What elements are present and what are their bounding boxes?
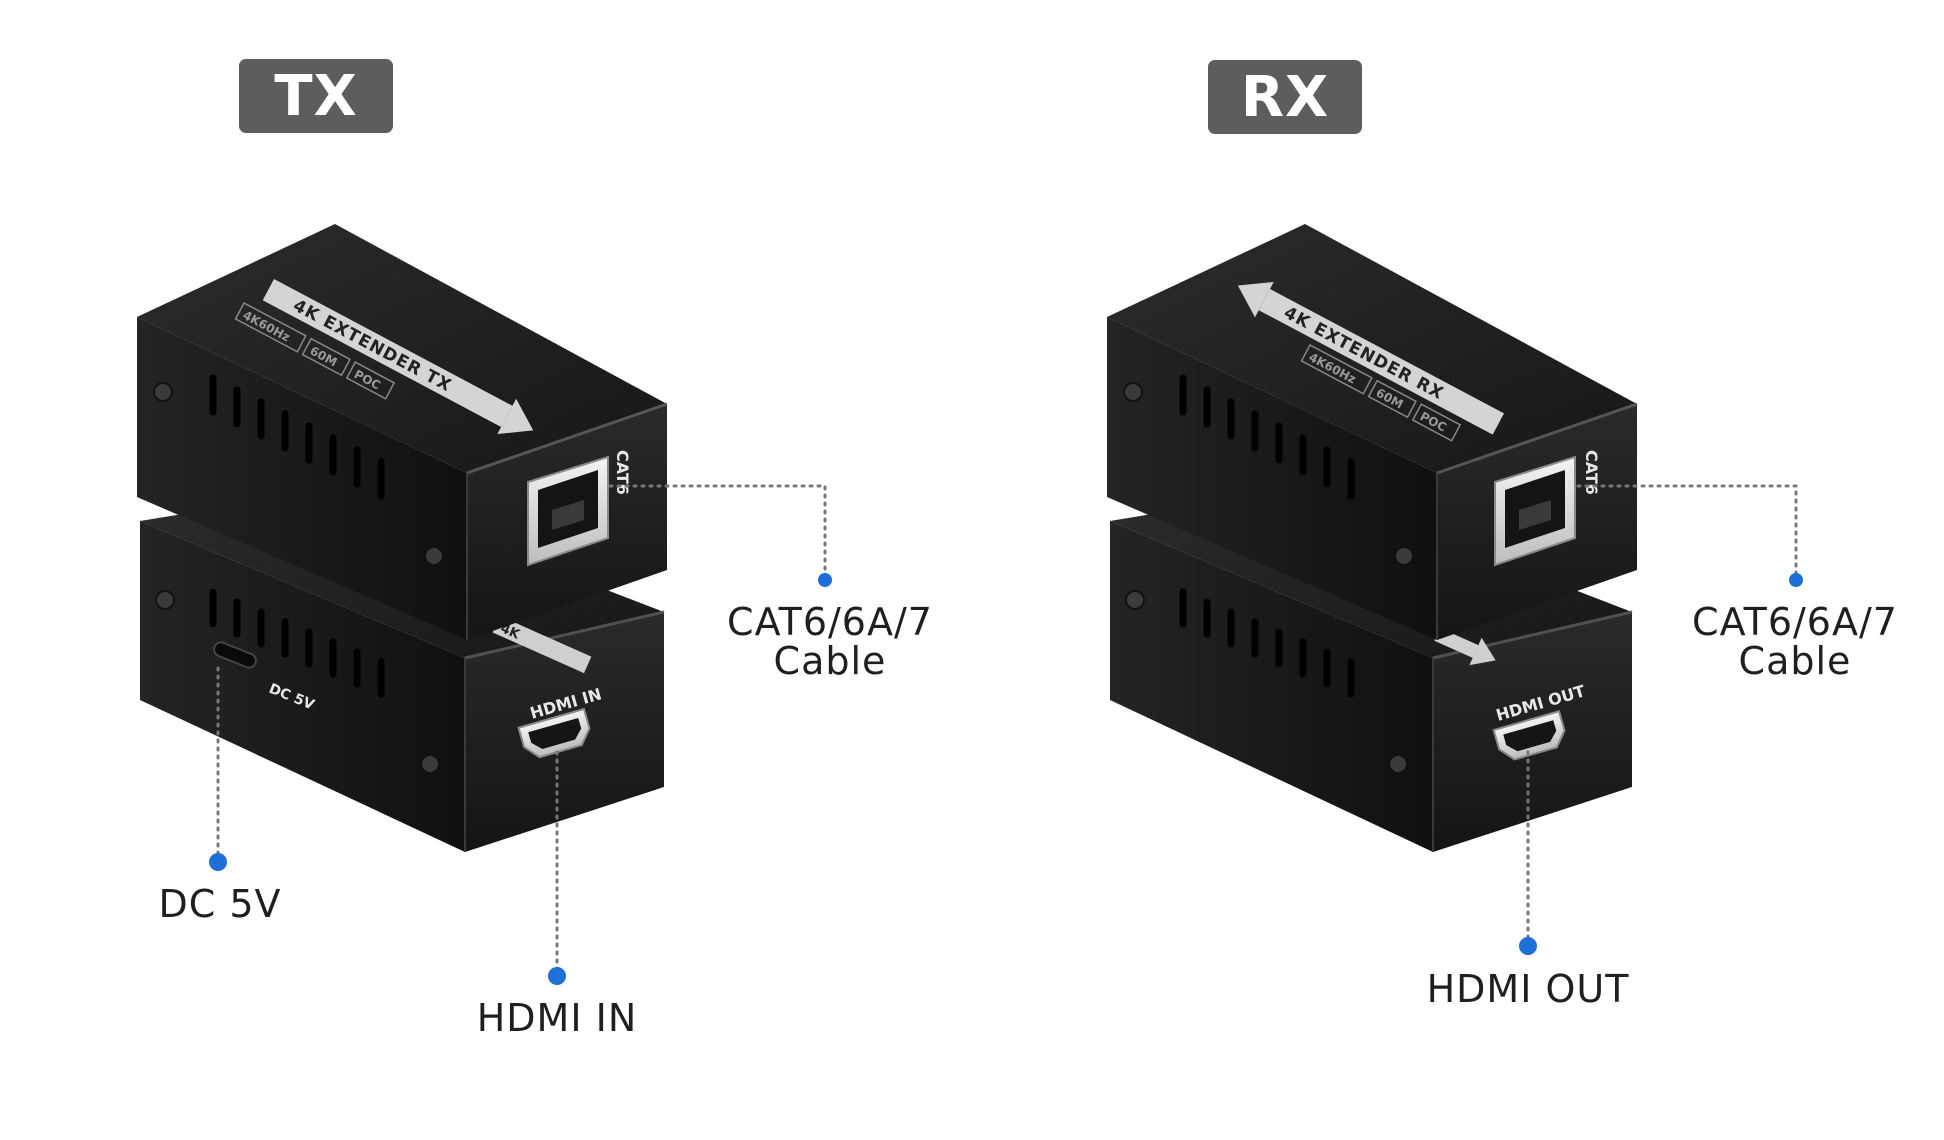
rx-badge: RX xyxy=(1208,60,1362,134)
tx-cable-dot xyxy=(818,573,832,587)
tx-cable-callout-line1: CAT6/6A/7 xyxy=(727,600,933,644)
screw-icon xyxy=(155,590,440,774)
tx-port-cat6-label: CAT6 xyxy=(613,450,632,495)
rj45-port-icon xyxy=(527,455,609,567)
rx-hdmi-callout: HDMI OUT xyxy=(1408,970,1648,1009)
rx-cable-callout: CAT6/6A/7 Cable xyxy=(1675,603,1915,681)
tx-hdmi-callout-text: HDMI IN xyxy=(476,996,638,1040)
screw-icon xyxy=(153,382,444,566)
tx-hdmi-callout: HDMI IN xyxy=(457,999,657,1038)
rx-cable-callout-line1: CAT6/6A/7 xyxy=(1692,600,1898,644)
rx-port-cat6-label: CAT6 xyxy=(1582,450,1601,495)
rx-cable-callout-line2: Cable xyxy=(1738,639,1852,683)
tx-cable-callout: CAT6/6A/7 Cable xyxy=(710,603,950,681)
vent-slot-icon xyxy=(1179,374,1355,500)
usb-c-power-port-icon xyxy=(213,641,257,669)
rj45-port-icon xyxy=(1494,455,1576,567)
hdmi-port-icon xyxy=(1492,710,1566,761)
screw-icon xyxy=(1123,382,1414,566)
tx-power-callout: DC 5V xyxy=(130,885,310,924)
tx-power-dot xyxy=(209,853,227,871)
tx-cable-leader xyxy=(608,484,827,582)
tx-badge: TX xyxy=(239,59,393,133)
rx-upper-unit: 4K EXTENDER RX 4K60Hz 60M POC xyxy=(1107,224,1638,640)
tx-hdmi-dot xyxy=(548,967,566,985)
rx-cable-leader xyxy=(1576,484,1798,582)
hdmi-port-icon xyxy=(517,707,591,759)
tx-cable-callout-line2: Cable xyxy=(773,639,887,683)
vent-slot-icon xyxy=(1179,588,1355,698)
rx-cable-dot xyxy=(1789,573,1803,587)
rx-hdmi-callout-text: HDMI OUT xyxy=(1426,967,1630,1011)
screw-icon xyxy=(1125,590,1408,774)
vent-slot-icon xyxy=(209,374,385,500)
vent-slot-icon xyxy=(209,588,385,698)
tx-upper-unit: 4K EXTENDER TX 4K60Hz 60M POC xyxy=(137,224,668,640)
tx-power-callout-text: DC 5V xyxy=(158,882,282,926)
rx-hdmi-dot xyxy=(1519,937,1537,955)
